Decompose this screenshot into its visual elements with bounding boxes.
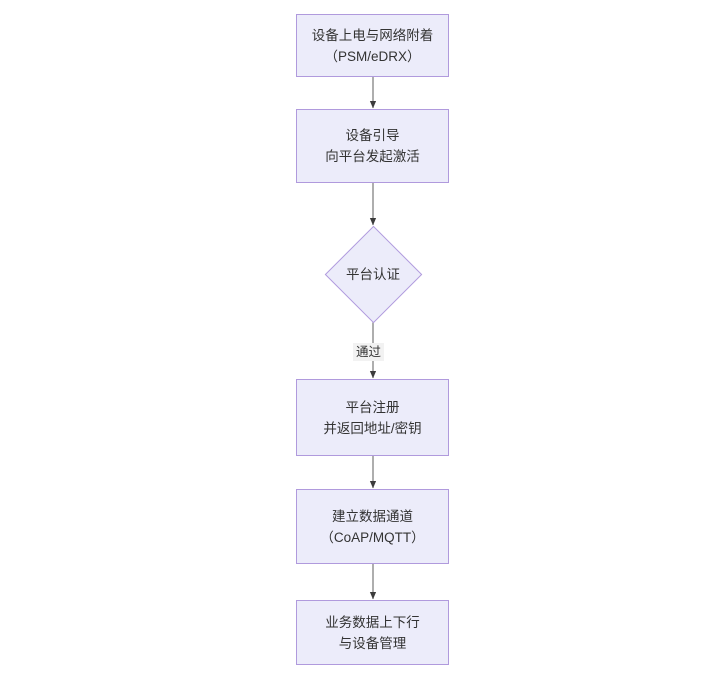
node-line-1: 设备引导: [345, 128, 400, 143]
node-line-1: 设备上电与网络附着: [311, 27, 434, 43]
node-line-1: 平台认证: [346, 266, 400, 282]
node-device-bootstrap[interactable]: 设备引导 向平台发起激活: [296, 109, 449, 183]
node-line-2: 与设备管理: [338, 635, 407, 651]
node-line-1: 平台注册: [345, 399, 400, 415]
node-device-power-on[interactable]: 设备上电与网络附着 （PSM/eDRX）: [296, 14, 449, 77]
node-platform-register[interactable]: 平台注册 并返回地址/密钥: [296, 379, 449, 456]
node-platform-auth-decision[interactable]: 平台认证: [323, 225, 423, 323]
node-business-data-management[interactable]: 业务数据上下行 与设备管理: [296, 600, 449, 665]
node-line-2: （CoAP/MQTT）: [320, 529, 425, 545]
node-line-1: 建立数据通道: [332, 508, 413, 524]
node-establish-data-channel[interactable]: 建立数据通道 （CoAP/MQTT）: [296, 489, 449, 564]
node-line-2: （PSM/eDRX）: [324, 48, 421, 64]
edge-label-text: 通过: [356, 345, 382, 359]
node-line-2: 并返回地址/密钥: [323, 420, 422, 436]
node-line-1: 业务数据上下行: [325, 614, 420, 630]
edge-label-pass: 通过: [353, 343, 385, 361]
node-line-2: 向平台发起激活: [325, 149, 420, 164]
